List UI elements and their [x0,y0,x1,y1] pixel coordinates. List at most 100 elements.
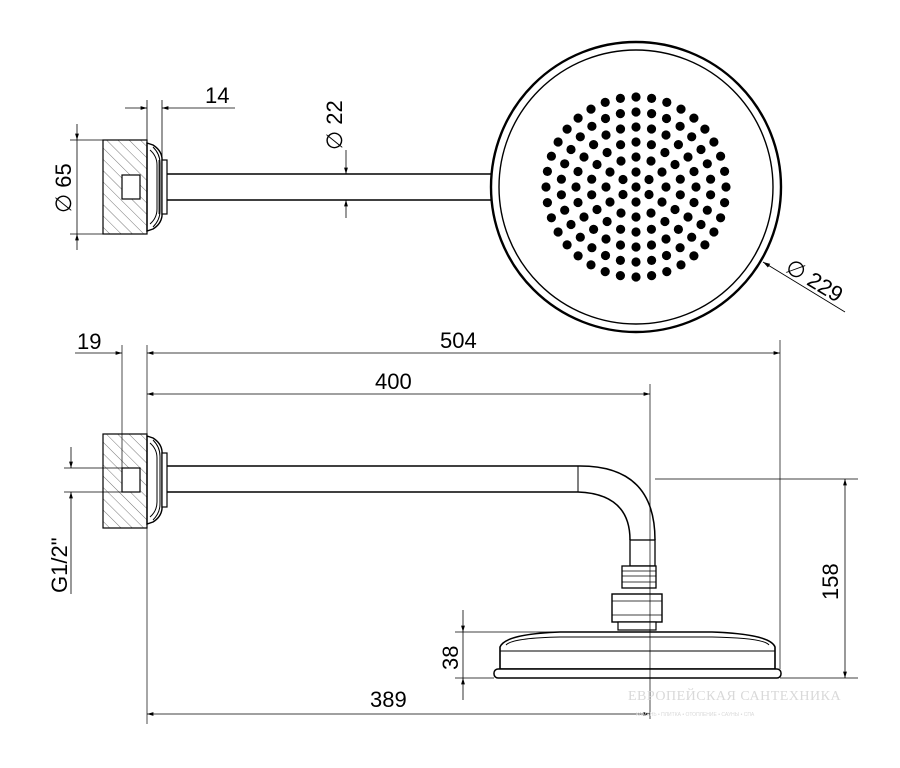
nozzle-dot [689,251,699,261]
nozzle-dot [631,272,641,282]
nozzle-dot [542,198,553,208]
dim-flange-thickness: 14 [125,83,235,158]
nozzle-dot [616,156,626,166]
inlet-stub-top [121,174,141,200]
nozzle-dot [657,167,667,177]
nozzle-dot [661,234,671,244]
nozzle-dot [601,130,611,140]
nozzle-dot [571,182,581,192]
nozzle-dot [662,97,672,107]
nozzle-dot [618,174,628,185]
nozzle-dot [575,232,585,242]
label-total-length: 504 [440,328,477,353]
nozzle-dot [605,197,615,207]
nozzle-dot [562,240,572,250]
nozzle-dot [646,208,656,218]
nozzle-dot [601,234,611,244]
nozzle-dot [716,213,726,223]
nozzle-dot [616,140,626,150]
nozzle-dot [720,166,730,176]
nozzle-dot [615,271,626,281]
label-head-diameter: ∅ 229 [781,254,847,307]
nozzle-dot [657,197,667,207]
nozzle-dot [647,109,657,119]
nozzle-dot [566,219,576,230]
nozzle-dot [615,109,626,119]
nozzle-dot [553,137,563,147]
nozzle-dot [709,227,719,237]
nozzle-dot [601,182,611,192]
nozzle-dot [647,255,657,265]
nozzle-dot [615,240,626,250]
nozzle-dot [702,205,712,215]
nozzle-dot [573,197,583,208]
nozzle-dot [560,159,570,169]
nozzle-dot [646,140,657,150]
nozzle-dot [700,124,710,134]
label-head-height: 38 [438,646,463,670]
nozzle-grid [541,92,731,282]
label-head-offset: 389 [370,687,407,712]
nozzle-dot [587,243,597,253]
nozzle-dot [673,224,684,234]
dim-thread: G1/2" [47,447,122,594]
nozzle-dot [644,189,654,200]
inlet-stub-side [121,467,141,493]
nozzle-dot [675,190,685,200]
nozzle-dot [573,166,583,177]
nozzle-dot [592,204,602,215]
label-pipe-diameter: ∅ 22 [322,100,347,150]
nozzle-dot [573,113,583,123]
nozzle-dot [661,130,671,140]
shower-head-face [489,40,783,334]
nozzle-dot [702,159,712,169]
nozzle-dot [560,205,570,215]
nozzle-dot [587,121,597,131]
nozzle-dot [631,257,641,267]
nozzle-dot [647,271,657,281]
nozzle-dot [661,250,672,261]
watermark-title: ЕВРОПЕЙСКАЯ САНТЕХНИКА [628,687,841,704]
nozzle-dot [646,124,657,134]
watermark: ЕВРОПЕЙСКАЯ САНТЕХНИКА КАМЕНЬ • ПЛИТКА •… [628,687,841,718]
nozzle-dot [706,190,716,200]
nozzle-dot [592,159,602,170]
nozzle-dot [600,267,610,277]
label-thread: G1/2" [47,537,72,593]
dim-drop-height: 158 [655,478,858,679]
nozzle-dot [602,216,612,227]
nozzle-dot [586,104,596,114]
nozzle-dot [546,151,557,161]
dim-pipe-diameter: ∅ 22 [322,100,348,218]
dim-head-diameter: ∅ 229 [762,254,847,313]
nozzle-dot [687,132,697,142]
nozzle-dot [631,167,641,177]
arm-top [167,173,497,201]
nozzle-dot [615,124,626,134]
nozzle-dot [647,93,657,103]
nozzle-dot [675,243,685,253]
nozzle-dot [689,113,699,123]
nozzle-dot [615,255,626,265]
nozzle-dot [566,144,576,155]
top-view: 14 ∅ 22 ∅ 65 ∅ 229 [51,40,847,334]
nozzle-dot [631,242,641,252]
nozzle-dot [579,212,589,222]
nozzle-dot [660,216,670,227]
label-flange-thickness: 14 [205,83,229,108]
dim-head-offset: 389 [146,520,650,724]
nozzle-dot [573,251,583,261]
nozzle-dot [689,197,699,208]
nozzle-dot [587,190,597,200]
arm-side [167,465,663,631]
nozzle-dot [575,132,585,142]
label-flange-diameter: ∅ 65 [51,163,76,213]
nozzle-dot [553,227,563,237]
label-wall-offset: 19 [77,329,101,354]
nozzle-dot [631,122,641,132]
nozzle-dot [631,137,641,147]
nozzle-dot [541,182,551,192]
nozzle-dot [691,182,701,192]
nozzle-dot [600,113,611,124]
nozzle-dot [556,190,567,200]
